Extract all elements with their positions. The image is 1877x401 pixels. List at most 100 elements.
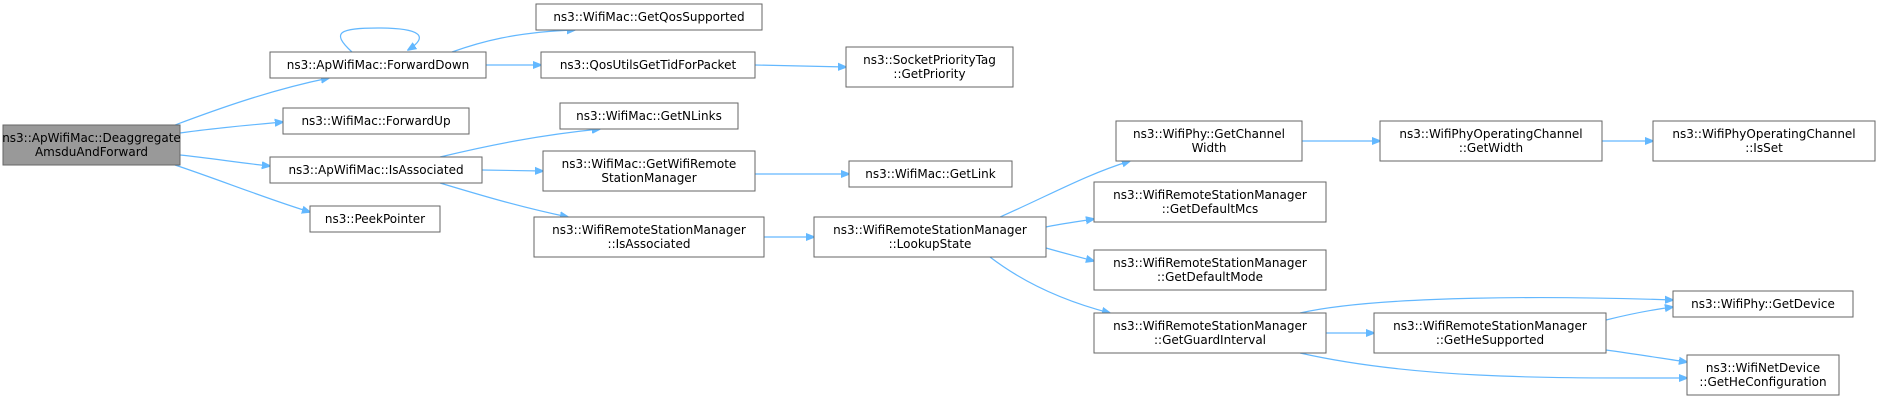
edge-lookupState-to-getChWidth	[999, 161, 1130, 218]
node-box	[282, 107, 470, 135]
node-label: ::GetHeSupported	[1436, 333, 1544, 347]
node-box	[1373, 312, 1607, 354]
node-label: ns3::WifiPhyOperatingChannel	[1399, 127, 1582, 141]
node-peekPointer[interactable]: ns3::PeekPointer	[309, 205, 441, 233]
node-root[interactable]: ns3::ApWifiMac::DeaggregateAmsduAndForwa…	[2, 124, 181, 166]
node-sockPrio[interactable]: ns3::SocketPriorityTag::GetPriority	[845, 46, 1014, 88]
node-label: ns3::WifiPhy::GetDevice	[1691, 297, 1835, 311]
node-box	[813, 216, 1047, 258]
edge-heSupported-to-getDevice	[1605, 307, 1673, 321]
edge-root-to-isAssociated	[179, 154, 270, 166]
node-label: ns3::SocketPriorityTag	[863, 53, 996, 67]
node-box	[533, 216, 765, 258]
edge-isAssociated-to-getNLinks	[439, 129, 600, 158]
node-heConfig[interactable]: ns3::WifiNetDevice::GetHeConfiguration	[1686, 354, 1840, 396]
node-label: ::GetDefaultMcs	[1162, 202, 1259, 216]
edge-forwardDown-to-forwardDown	[339, 27, 420, 53]
node-label: ns3::QosUtilsGetTidForPacket	[560, 58, 737, 72]
node-label: ns3::WifiMac::GetNLinks	[576, 109, 722, 123]
node-box	[542, 150, 756, 192]
node-label: ns3::ApWifiMac::IsAssociated	[288, 163, 463, 177]
edges-layer	[174, 27, 1687, 378]
node-opChWidth[interactable]: ns3::WifiPhyOperatingChannel::GetWidth	[1379, 120, 1603, 162]
node-box	[1672, 290, 1854, 318]
node-label: ::IsSet	[1745, 141, 1783, 155]
nodes-layer: ns3::ApWifiMac::DeaggregateAmsduAndForwa…	[2, 3, 1876, 396]
node-getNLinks[interactable]: ns3::WifiMac::GetNLinks	[559, 102, 739, 130]
node-label: ns3::WifiRemoteStationManager	[1113, 188, 1307, 202]
node-box	[535, 3, 763, 31]
node-box	[269, 156, 483, 184]
node-opChIsSet[interactable]: ns3::WifiPhyOperatingChannel::IsSet	[1652, 120, 1876, 162]
node-label: ns3::WifiRemoteStationManager	[833, 223, 1027, 237]
node-box	[848, 160, 1013, 188]
node-box	[1379, 120, 1603, 162]
node-label: ns3::WifiMac::GetLink	[865, 167, 995, 181]
edge-root-to-forwardDown	[174, 78, 329, 126]
node-label: ns3::ApWifiMac::Deaggregate	[2, 131, 181, 145]
node-box	[559, 102, 739, 130]
edge-isAssociated-to-rsmIsAssoc	[439, 182, 568, 217]
node-label: ns3::WifiPhy::GetChannel	[1133, 127, 1285, 141]
edge-getGuard-to-getDevice	[1299, 298, 1673, 314]
node-label: AmsduAndForward	[35, 145, 148, 159]
node-rsmIsAssoc[interactable]: ns3::WifiRemoteStationManager::IsAssocia…	[533, 216, 765, 258]
node-getLink[interactable]: ns3::WifiMac::GetLink	[848, 160, 1013, 188]
edge-lookupState-to-getDefMcs	[1045, 219, 1094, 228]
node-label: ns3::WifiRemoteStationManager	[1113, 256, 1307, 270]
edge-heSupported-to-heConfig	[1605, 349, 1687, 362]
node-label: ::GetWidth	[1459, 141, 1523, 155]
node-box	[1093, 249, 1327, 291]
node-getRsm[interactable]: ns3::WifiMac::GetWifiRemoteStationManage…	[542, 150, 756, 192]
edge-root-to-forwardUp	[179, 122, 283, 134]
node-forwardUp[interactable]: ns3::WifiMac::ForwardUp	[282, 107, 470, 135]
node-getDefMcs[interactable]: ns3::WifiRemoteStationManager::GetDefaul…	[1093, 181, 1327, 223]
node-getDefMode[interactable]: ns3::WifiRemoteStationManager::GetDefaul…	[1093, 249, 1327, 291]
node-lookupState[interactable]: ns3::WifiRemoteStationManager::LookupSta…	[813, 216, 1047, 258]
node-label: ns3::WifiNetDevice	[1706, 361, 1820, 375]
node-box	[540, 51, 756, 79]
node-box	[1093, 181, 1327, 223]
node-box	[269, 51, 487, 79]
node-box	[2, 124, 181, 166]
node-label: ns3::WifiMac::GetWifiRemote	[562, 157, 737, 171]
node-label: ::IsAssociated	[608, 237, 691, 251]
edge-lookupState-to-getGuard	[989, 256, 1110, 313]
node-getTid[interactable]: ns3::QosUtilsGetTidForPacket	[540, 51, 756, 79]
node-label: ns3::ApWifiMac::ForwardDown	[287, 58, 470, 72]
node-getQos[interactable]: ns3::WifiMac::GetQosSupported	[535, 3, 763, 31]
node-label: ns3::WifiRemoteStationManager	[552, 223, 746, 237]
node-box	[309, 205, 441, 233]
node-label: ns3::WifiPhyOperatingChannel	[1672, 127, 1855, 141]
node-label: ::GetPriority	[893, 67, 965, 81]
node-box	[1686, 354, 1840, 396]
node-label: ns3::WifiMac::ForwardUp	[301, 114, 450, 128]
node-label: StationManager	[601, 171, 696, 185]
node-label: ::LookupState	[889, 237, 972, 251]
node-label: ns3::PeekPointer	[325, 212, 425, 226]
node-box	[1093, 312, 1327, 354]
edge-getGuard-to-heConfig	[1299, 352, 1687, 378]
node-box	[845, 46, 1014, 88]
node-forwardDown[interactable]: ns3::ApWifiMac::ForwardDown	[269, 51, 487, 79]
node-label: ns3::WifiRemoteStationManager	[1393, 319, 1587, 333]
node-box	[1115, 120, 1303, 162]
edge-lookupState-to-getDefMode	[1045, 247, 1094, 261]
node-label: ::GetDefaultMode	[1157, 270, 1263, 284]
node-isAssociated[interactable]: ns3::ApWifiMac::IsAssociated	[269, 156, 483, 184]
node-box	[1652, 120, 1876, 162]
node-label: ns3::WifiRemoteStationManager	[1113, 319, 1307, 333]
node-getGuard[interactable]: ns3::WifiRemoteStationManager::GetGuardI…	[1093, 312, 1327, 354]
edge-forwardDown-to-getQos	[451, 30, 575, 53]
edge-root-to-peekPointer	[174, 164, 310, 212]
edge-getTid-to-sockPrio	[754, 65, 846, 67]
edge-isAssociated-to-getRsm	[481, 170, 543, 171]
node-label: Width	[1192, 141, 1227, 155]
node-heSupported[interactable]: ns3::WifiRemoteStationManager::GetHeSupp…	[1373, 312, 1607, 354]
node-label: ns3::WifiMac::GetQosSupported	[553, 10, 744, 24]
node-getDevice[interactable]: ns3::WifiPhy::GetDevice	[1672, 290, 1854, 318]
node-label: ::GetGuardInterval	[1154, 333, 1266, 347]
node-label: ::GetHeConfiguration	[1699, 375, 1826, 389]
